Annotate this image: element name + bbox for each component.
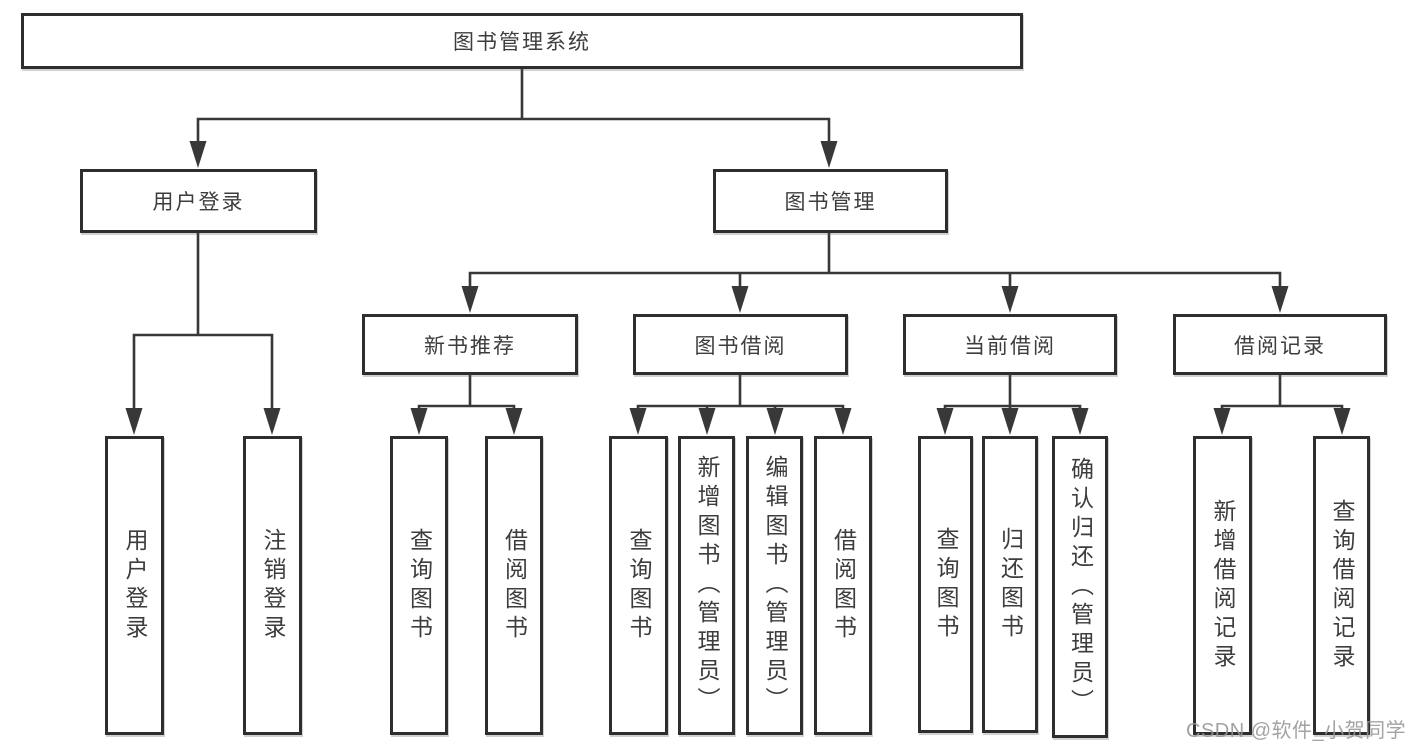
arrowhead-icon xyxy=(629,408,647,435)
node-leaf-bb-query-book: 查询图书 xyxy=(609,436,668,735)
node-label-leaf-bb-edit-book: 编辑图书（管理员） xyxy=(762,455,788,716)
node-leaf-bb-add-book: 新增图书（管理员） xyxy=(678,436,735,735)
node-system-root: 图书管理系统 xyxy=(21,13,1023,69)
node-current-borrow: 当前借阅 xyxy=(903,314,1117,375)
node-label-leaf-br-add-record: 新增借阅记录 xyxy=(1210,498,1236,673)
node-label-leaf-br-query-record: 查询借阅记录 xyxy=(1329,498,1355,673)
arrowhead-icon xyxy=(936,408,954,435)
node-label-leaf-bb-borrow-book: 借阅图书 xyxy=(830,527,857,644)
arrowhead-icon xyxy=(263,408,281,435)
node-label-leaf-rec-query-book: 查询图书 xyxy=(406,527,433,644)
watermark-text: CSDN @软件_小贺同学 xyxy=(1186,720,1405,742)
arrowhead-icon xyxy=(1071,408,1089,435)
arrowhead-icon xyxy=(820,141,838,168)
node-book-mgmt-module: 图书管理 xyxy=(713,169,948,233)
node-label-leaf-logout: 注销登录 xyxy=(260,527,286,644)
arrowhead-icon xyxy=(1001,408,1019,435)
arrowhead-icon xyxy=(1333,408,1351,435)
node-label-current-borrow: 当前借阅 xyxy=(964,334,1056,358)
node-leaf-br-query-record: 查询借阅记录 xyxy=(1313,436,1370,735)
node-leaf-br-add-record: 新增借阅记录 xyxy=(1193,436,1252,735)
arrowhead-icon xyxy=(189,141,207,168)
node-label-new-book-rec: 新书推荐 xyxy=(424,334,516,358)
node-leaf-logout: 注销登录 xyxy=(243,436,302,735)
arrowhead-icon xyxy=(125,408,143,435)
node-leaf-rec-borrow-book: 借阅图书 xyxy=(485,436,543,735)
node-label-borrow-records: 借阅记录 xyxy=(1234,334,1326,358)
node-leaf-bb-edit-book: 编辑图书（管理员） xyxy=(746,436,803,735)
node-label-leaf-rec-borrow-book: 借阅图书 xyxy=(501,527,528,644)
node-label-book-borrow: 图书借阅 xyxy=(694,334,787,358)
node-user-login-module: 用户登录 xyxy=(80,169,317,233)
node-label-user-login-module: 用户登录 xyxy=(152,191,245,214)
node-leaf-bb-borrow-book: 借阅图书 xyxy=(814,436,872,735)
arrowhead-icon xyxy=(766,408,784,435)
node-leaf-cb-query-book: 查询图书 xyxy=(918,436,973,733)
node-label-leaf-bb-add-book: 新增图书（管理员） xyxy=(694,455,720,716)
node-label-leaf-cb-return-book: 归还图书 xyxy=(997,526,1024,643)
node-label-leaf-cb-query-book: 查询图书 xyxy=(933,526,959,643)
node-borrow-records: 借阅记录 xyxy=(1173,314,1387,375)
arrowhead-icon xyxy=(505,408,523,435)
arrowhead-icon xyxy=(834,408,852,435)
arrowhead-icon xyxy=(410,408,428,435)
node-label-book-mgmt-module: 图书管理 xyxy=(784,191,877,214)
node-new-book-rec: 新书推荐 xyxy=(362,314,578,375)
node-leaf-user-login: 用户登录 xyxy=(105,436,164,735)
arrowhead-icon xyxy=(1213,408,1231,435)
node-label-leaf-cb-confirm: 确认归还（管理员） xyxy=(1067,456,1094,718)
arrowhead-icon xyxy=(731,286,749,313)
node-leaf-rec-query-book: 查询图书 xyxy=(390,436,448,735)
arrowhead-icon xyxy=(698,408,716,435)
node-label-leaf-bb-query-book: 查询图书 xyxy=(626,527,652,644)
arrowhead-icon xyxy=(1001,286,1019,313)
node-label-system-root: 图书管理系统 xyxy=(453,31,591,54)
arrowhead-icon xyxy=(461,286,479,313)
node-leaf-cb-confirm: 确认归还（管理员） xyxy=(1052,436,1108,738)
node-label-leaf-user-login: 用户登录 xyxy=(122,527,148,644)
node-book-borrow: 图书借阅 xyxy=(633,314,848,375)
arrowhead-icon xyxy=(1271,286,1289,313)
node-leaf-cb-return-book: 归还图书 xyxy=(982,436,1038,733)
